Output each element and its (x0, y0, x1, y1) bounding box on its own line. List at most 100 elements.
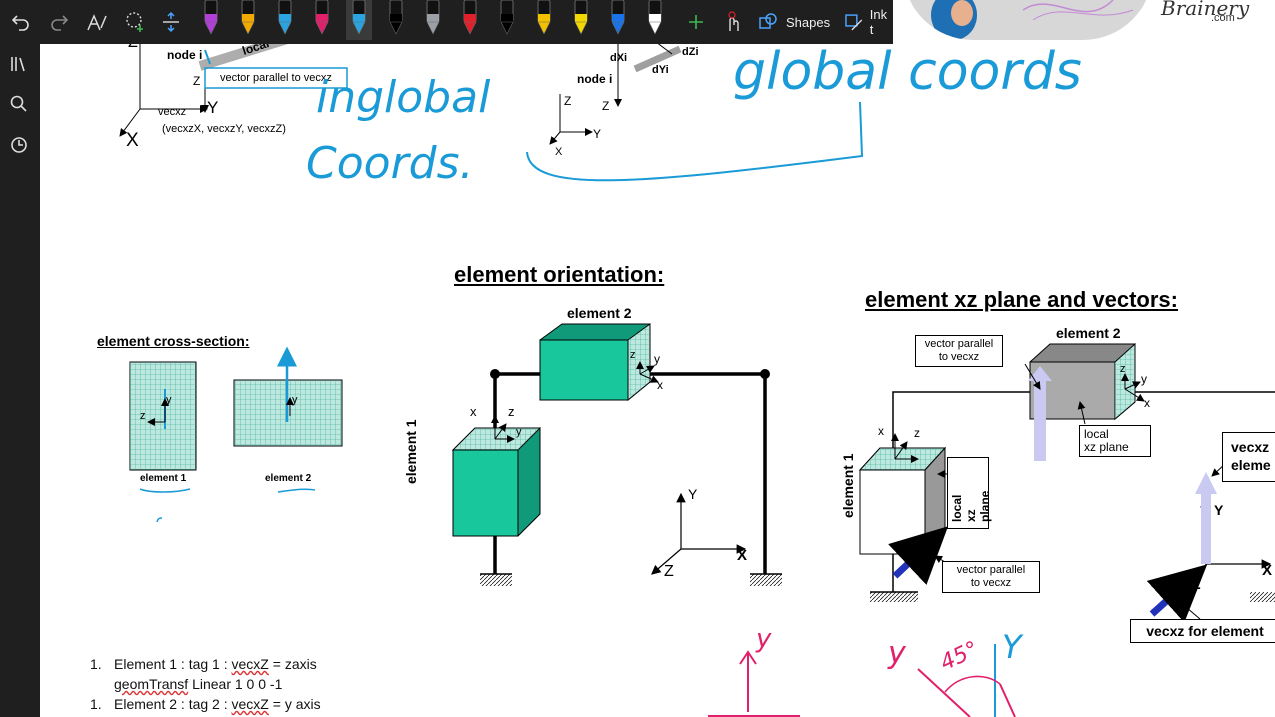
tm-node-i: node i (577, 72, 613, 86)
watermark-brand: Brainery (1161, 0, 1250, 20)
ink-to-shape-icon (845, 14, 863, 31)
xz-local-plane-vertical-box: local xz plane (947, 457, 992, 529)
shapes-button[interactable]: Shapes (758, 6, 838, 38)
xz-vecxz-elem-2: eleme (1231, 457, 1271, 473)
cs-element-1-label: element 1 (140, 473, 187, 484)
pen-1[interactable] (198, 0, 224, 40)
note-keyword: vecxZ (231, 656, 269, 672)
tl-axis-y: Y (207, 98, 219, 117)
note-command: geomTransf (114, 676, 189, 692)
title-element-xz-plane: element xz plane and vectors: (865, 287, 1178, 312)
note-item: 1. Element 1 : tag 1 : vecxZ = zaxis (90, 654, 321, 674)
orient-axis-x: X (737, 547, 748, 564)
add-space-icon[interactable] (156, 6, 186, 38)
xz-element-2-label: element 2 (1056, 325, 1121, 341)
orient-element-1-label: element 1 (403, 419, 419, 484)
tl-axis-x: X (126, 130, 139, 151)
top-mid-axes (549, 44, 682, 145)
xz-local-plane-box: local xz plane (1079, 425, 1151, 457)
top-left-axes (119, 44, 348, 137)
orient-axis-y: Y (688, 486, 698, 502)
cs1-y: y (166, 394, 172, 406)
note-item: 1.Element 2 : tag 2 : vecxZ = y axis (90, 694, 321, 714)
xz-e2-x: x (1144, 396, 1150, 410)
xz-plane-diagram (858, 342, 1275, 623)
note-text-end: = zaxis (268, 656, 317, 672)
diagram-graphics (119, 44, 1275, 717)
pen-7[interactable] (420, 0, 446, 40)
pen-icon (278, 0, 292, 35)
note-command-args: Linear 1 0 0 -1 (188, 676, 283, 692)
pen-11[interactable] (568, 0, 594, 40)
tm-z-label: Z (564, 94, 572, 108)
xz-vecxz-for-element-box: vecxz for element (1130, 619, 1275, 643)
pen-5[interactable] (346, 0, 372, 40)
title-element-orientation: element orientation: (454, 262, 665, 287)
pen-tray (194, 0, 684, 44)
note-item-line2: geomTransf Linear 1 0 0 -1 (90, 674, 321, 694)
cross-section-element-2 (233, 346, 343, 493)
xz-element-1-label: element 1 (840, 453, 856, 518)
pen-8[interactable] (457, 0, 483, 40)
tm-z-small: Z (602, 99, 610, 113)
search-icon[interactable] (9, 94, 29, 119)
pen-icon (537, 0, 551, 35)
cs2-y: y (292, 394, 298, 406)
handwriting-y-red: y (756, 624, 772, 654)
touch-writing-icon[interactable] (720, 6, 746, 38)
orient-e2-z: z (630, 349, 636, 361)
note-text-end: = y axis (268, 696, 321, 712)
pen-icon (204, 0, 218, 35)
orientation-frame (451, 323, 782, 586)
xz-e2-z: z (1120, 363, 1126, 375)
orient-loc-y: y (516, 426, 522, 438)
note-keyword: vecxZ (231, 696, 269, 712)
xz-axis-z: Z (1192, 576, 1201, 592)
pen-3[interactable] (272, 0, 298, 40)
tl-axis-z-small: Z (193, 74, 201, 88)
presenter-overlay: Brainery .com (893, 0, 1275, 44)
orient-loc-z: z (508, 404, 515, 419)
tl-vecxz-components: (vecxzX, vecxzY, vecxzZ) (162, 123, 286, 135)
pen-icon (574, 0, 588, 35)
ink-label: Ink t (869, 7, 888, 37)
orient-element-2-label: element 2 (567, 305, 632, 321)
ink-to-text-icon[interactable] (82, 6, 112, 38)
xz-vector-parallel-box-1: vector parallel to vecxz (915, 335, 1003, 367)
note-canvas[interactable]: node i local vector parallel to vecxz Z … (40, 44, 1275, 717)
overlay-doodle-icon (1022, 0, 1134, 21)
xz-vecxz-element-box: vecxz eleme (1222, 432, 1275, 482)
pen-2[interactable] (235, 0, 261, 40)
note-text: Element 2 : tag 2 : (114, 696, 232, 712)
handwriting-coords: Coords. (306, 138, 474, 189)
library-icon[interactable] (9, 54, 29, 79)
drawing-toolbar: Shapes Ink t Brainery .com (0, 0, 1275, 44)
handwriting-y-red-2: y (888, 636, 906, 671)
pen-13[interactable] (642, 0, 668, 40)
recent-clock-icon[interactable] (9, 135, 29, 160)
redo-icon[interactable] (44, 6, 74, 38)
undo-icon[interactable] (6, 6, 36, 38)
pen-10[interactable] (531, 0, 557, 40)
xz-vector-parallel-box-2: vector parallel to vecxz (942, 561, 1040, 593)
pen-4[interactable] (309, 0, 335, 40)
title-cross-section: element cross-section: (97, 333, 250, 349)
orient-e2-y: y (654, 352, 660, 366)
presenter-face (951, 0, 973, 26)
notes-list: 1. Element 1 : tag 1 : vecxZ = zaxis geomT… (90, 654, 321, 714)
add-pen-icon[interactable] (684, 6, 708, 38)
pen-9[interactable] (494, 0, 520, 40)
tl-node-i: node i (167, 48, 203, 62)
tm-dzi: dZi (682, 46, 699, 58)
note-text: Element 1 : tag 1 : (114, 656, 232, 672)
pen-6[interactable] (383, 0, 409, 40)
tm-dyi: dYi (652, 64, 669, 76)
note-number: 1. (90, 656, 102, 672)
lasso-select-icon[interactable] (120, 6, 150, 38)
ink-to-shape-button[interactable]: Ink t (844, 6, 894, 38)
xz-axis-x: X (1262, 562, 1273, 579)
pen-12[interactable] (605, 0, 631, 40)
pen-icon (500, 0, 514, 35)
pen-icon (463, 0, 477, 35)
pen-icon (648, 0, 662, 35)
